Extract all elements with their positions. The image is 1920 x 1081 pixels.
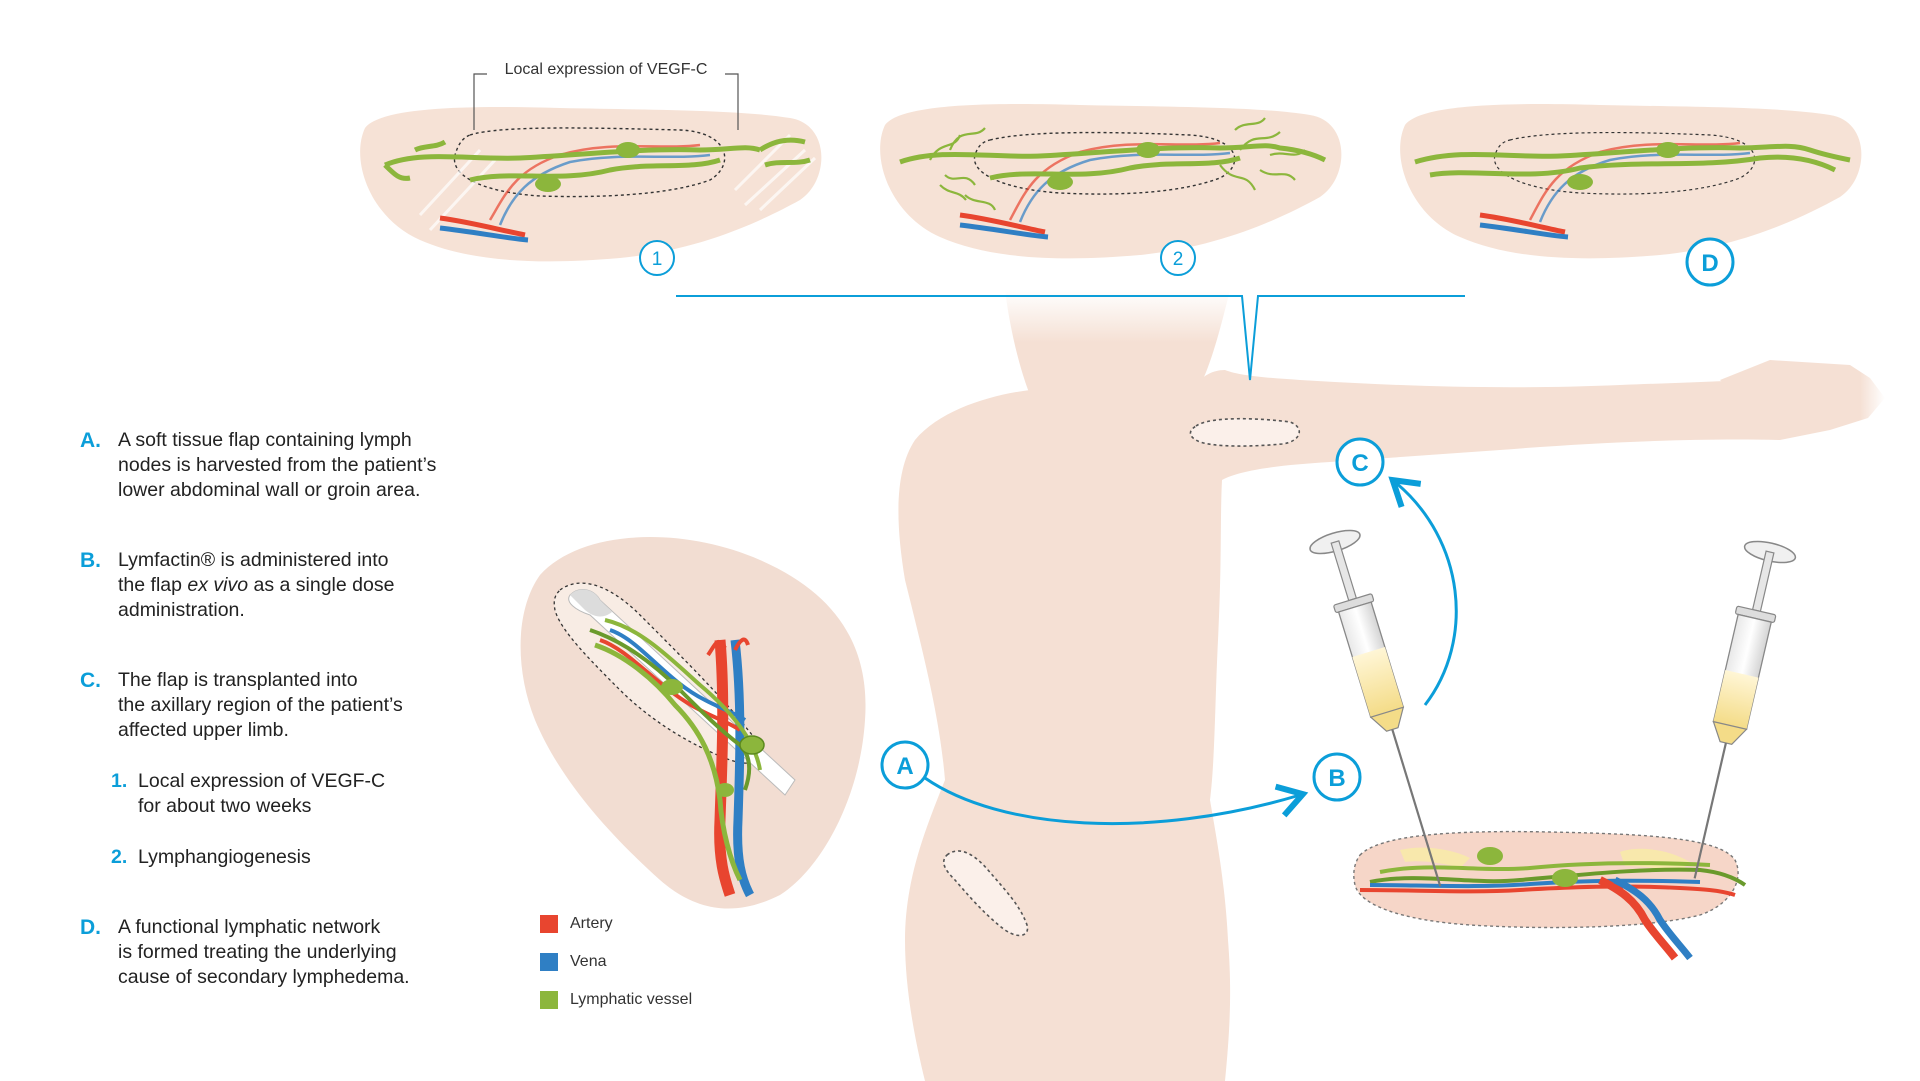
step-c-line-2: the axillary region of the patient’s [118, 694, 403, 716]
callout-label: Local expression of VEGF-C [505, 61, 708, 78]
substep-1-line-2: for about two weeks [138, 795, 312, 817]
step-a: A. A soft tissue flap containing lymph n… [80, 428, 500, 503]
step-d-line-1: A functional lymphatic network [118, 916, 381, 938]
marker-2: 2 [1160, 240, 1196, 276]
step-c-line-3: affected upper limb. [118, 719, 289, 741]
step-b-line-2: the flap ex vivo as a single dose [118, 573, 500, 598]
legend-label-vena: Vena [570, 953, 607, 970]
marker-b-label: B [1328, 765, 1345, 792]
step-c-letter: C. [80, 669, 101, 692]
arrow-a-to-b [924, 776, 1309, 826]
human-silhouette [898, 290, 1885, 1081]
step-d-line-3: cause of secondary lymphedema. [118, 966, 410, 988]
injected-flap [1353, 830, 1747, 961]
legend-swatch-vena [540, 953, 558, 971]
arrow-b-to-c [1388, 476, 1458, 706]
legend-label-artery: Artery [570, 915, 613, 932]
substep-2-num: 2. [111, 846, 128, 868]
step-c-line-1: The flap is transplanted into [118, 669, 358, 691]
flap-site-groin [943, 850, 1029, 937]
step-c: C. The flap is transplanted into the axi… [80, 668, 500, 743]
hand [1720, 360, 1885, 440]
marker-1-label: 1 [652, 249, 663, 270]
flap-site-armpit [1189, 417, 1301, 447]
step-b: B. Lymfactin® is administered into the f… [80, 548, 500, 623]
marker-a-label: A [896, 753, 913, 780]
top-flap-d [1400, 104, 1862, 259]
callout-bracket [473, 73, 739, 130]
step-b-line-1: Lymfactin® is administered into [118, 549, 389, 571]
substep-2-line-1: Lymphangiogenesis [138, 846, 311, 868]
legend-item-vena: Vena [540, 943, 692, 981]
marker-a: A [880, 740, 930, 790]
legend-swatch-artery [540, 915, 558, 933]
marker-d-label: D [1701, 250, 1718, 277]
marker-c: C [1335, 437, 1385, 487]
step-b-letter: B. [80, 549, 101, 572]
legend-swatch-lymphatic [540, 991, 558, 1009]
step-d: D. A functional lymphatic network is for… [80, 915, 500, 990]
step-a-line-2: nodes is harvested from the patient’s [118, 454, 437, 476]
step-b-line-3: administration. [118, 599, 245, 621]
substep-1-num: 1. [111, 770, 128, 792]
step-d-letter: D. [80, 916, 101, 939]
callout-connector [676, 295, 1465, 381]
substep-1-line-1: Local expression of VEGF-C [138, 770, 386, 792]
torso [898, 370, 1790, 1081]
syringe-right [1693, 540, 1797, 879]
legend-label-lymphatic: Lymphatic vessel [570, 991, 693, 1008]
step-list: A. A soft tissue flap containing lymph n… [80, 428, 500, 990]
step-a-letter: A. [80, 429, 101, 452]
legend-item-lymphatic: Lymphatic vessel [540, 981, 692, 1019]
legend-item-artery: Artery [540, 905, 692, 943]
substep-2: 2. Lymphangiogenesis [80, 845, 500, 870]
marker-1: 1 [639, 240, 675, 276]
step-a-line-1: A soft tissue flap containing lymph [118, 429, 412, 451]
marker-c-label: C [1351, 450, 1368, 477]
step-a-line-3: lower abdominal wall or groin area. [118, 479, 421, 501]
substep-1: 1. Local expression of VEGF-C for about … [80, 769, 500, 819]
syringe-left [1309, 529, 1442, 887]
step-d-line-2: is formed treating the underlying [118, 941, 397, 963]
marker-2-label: 2 [1173, 249, 1184, 270]
harvest-zoom [520, 537, 866, 909]
step-b-ex-vivo: ex vivo [187, 574, 249, 596]
top-flap-2 [880, 104, 1342, 259]
top-flap-1 [360, 107, 822, 262]
legend: Artery Vena Lymphatic vessel [540, 905, 692, 1019]
marker-d: D [1685, 237, 1735, 287]
head-neck [1005, 290, 1230, 395]
step-b-line-2-suffix: as a single dose [248, 574, 395, 596]
marker-b: B [1312, 752, 1362, 802]
step-b-line-2-prefix: the flap [118, 574, 188, 596]
